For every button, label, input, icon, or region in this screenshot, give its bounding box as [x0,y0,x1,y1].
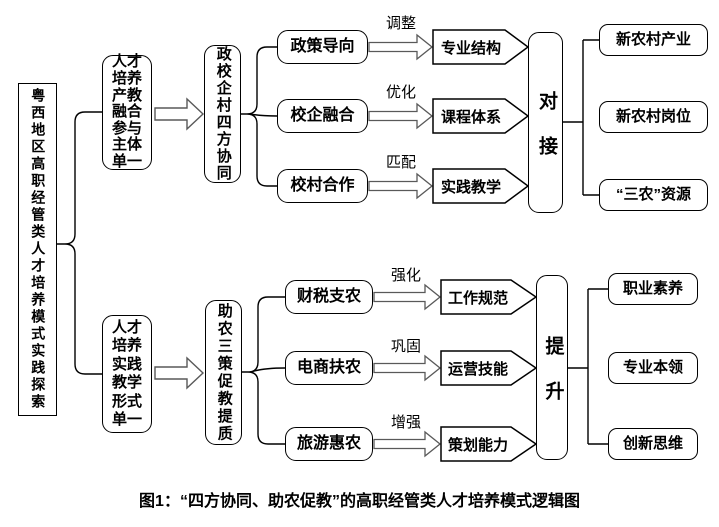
measure-box: 校村合作 [277,169,368,203]
flow-arrow [373,283,442,311]
pentagon-shape [440,426,538,462]
block-arrow-top [154,97,205,131]
outcome-box: 新农村产业 [599,24,708,56]
measure-box: 校企融合 [277,99,368,133]
problem-box-top: 人才培养产教融合参与主体单一 [102,53,152,170]
pentagon-shape [432,168,530,204]
pentagon-shape [440,279,538,315]
figure-caption: 图1：“四方协同、助农促教”的高职经管类人才培养模式逻辑图 [139,493,580,510]
hub-link-top [563,39,599,196]
target-box-label: 运营技能 [447,360,508,378]
hub-box-top-label: 对接 [535,90,557,181]
hub-box-bottom-label: 提升 [542,335,564,426]
arrow-label: 巩固 [390,338,421,355]
target-box-label: 实践教学 [440,178,501,196]
measure-box: 电商扶农 [285,351,373,385]
flow-arrow [373,354,442,382]
arrow-label: 强化 [390,267,421,284]
target-box-label: 策划能力 [447,436,508,454]
block-arrow-bottom [154,356,205,390]
flow-arrow [373,430,442,458]
outcome-box: 创新思维 [608,428,698,460]
target-box-label: 工作规范 [447,289,508,307]
brace-top-group [241,46,278,187]
pentagon-shape [440,350,538,386]
target-box-label: 课程体系 [440,108,501,126]
strategy-box-top: 政校企村四方协同 [204,45,241,183]
brace-bottom-group [242,296,286,445]
outcome-box: 新农村岗位 [599,101,708,133]
hub-box-bottom: 提升 [536,275,568,460]
root-theme-box: 粤西地区高职经管类人才培养模式实践探索 [18,83,57,416]
arrow-label: 调整 [385,15,416,32]
measure-box: 政策导向 [277,30,368,64]
target-box-label: 专业结构 [440,39,501,57]
brace-root [57,111,102,375]
problem-box-top-label: 人才培养产教融合参与主体单一 [111,53,142,170]
measure-box: 旅游惠农 [285,427,373,461]
pentagon-shape [432,29,530,65]
arrow-label: 优化 [385,84,416,101]
flow-arrow [368,33,434,61]
outcome-box: 职业素养 [608,273,698,305]
outcome-box: “三农”资源 [599,179,708,211]
strategy-box-bottom: 助农三策促教提质 [205,300,242,445]
arrow-label: 匹配 [385,154,416,171]
measure-box: 财税支农 [285,280,373,314]
arrow-label: 增强 [390,414,421,431]
hub-box-top: 对接 [528,32,563,213]
flow-arrow [368,102,434,130]
outcome-box: 专业本领 [608,352,698,384]
flow-arrow [368,172,434,200]
problem-box-bottom-label: 人才培养实践教学形式单一 [111,318,142,429]
pentagon-shape [432,98,530,134]
hub-link-bottom [568,288,608,445]
problem-box-bottom: 人才培养实践教学形式单一 [102,315,152,433]
